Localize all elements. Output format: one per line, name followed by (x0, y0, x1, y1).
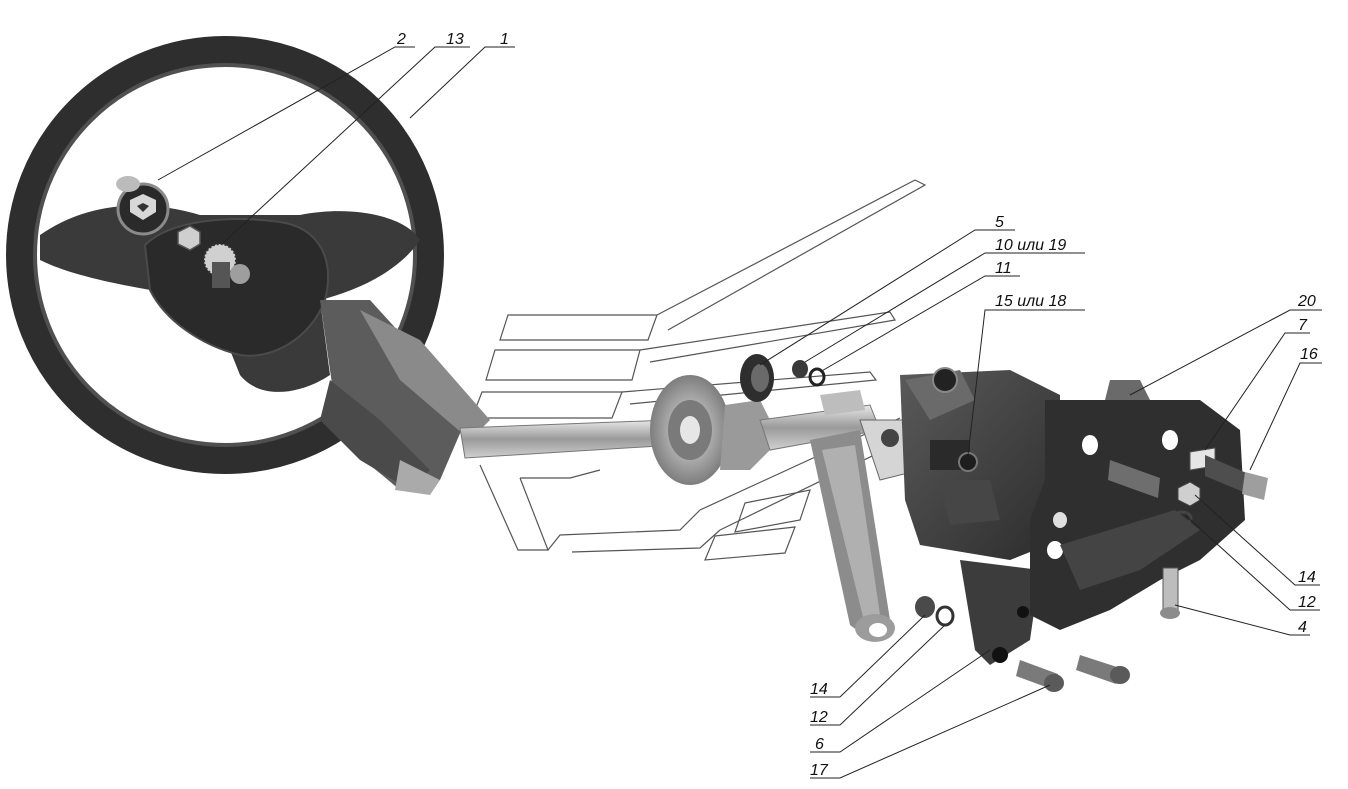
label-5: 5 (995, 214, 1004, 231)
intermediate-shaft (459, 419, 676, 459)
hub-nut (177, 225, 201, 251)
boot-joint (650, 375, 780, 485)
bolts-upper (1108, 447, 1268, 500)
steering-column (320, 300, 490, 495)
label-12-right: 12 (1298, 594, 1316, 611)
gaz-deer-emblem-icon (116, 176, 170, 236)
leader-lines (157, 46, 1322, 779)
label-13: 13 (446, 31, 464, 48)
label-15-or-18: 15 или 18 (995, 293, 1066, 310)
steering-gear-box (900, 367, 1060, 665)
label-14-left: 14 (810, 681, 828, 698)
label-20: 20 (1297, 293, 1316, 310)
label-14-right: 14 (1298, 569, 1316, 586)
mounting-bracket (1030, 380, 1245, 630)
pitman-arm (810, 430, 895, 642)
cardan-shaft (759, 390, 921, 481)
label-1: 1 (500, 31, 509, 48)
seal-ring (740, 354, 774, 402)
label-4: 4 (1298, 619, 1307, 636)
steering-wheel (6, 36, 444, 474)
nut-washer-lower (915, 596, 955, 627)
label-6: 6 (815, 736, 824, 753)
label-17: 17 (810, 762, 829, 779)
label-7: 7 (1298, 317, 1308, 334)
label-12-left: 12 (810, 709, 828, 726)
nut-washer-upper (792, 360, 826, 387)
part-labels: 2 13 1 5 10 или 19 11 15 или 18 20 7 16 … (396, 31, 1318, 779)
bolt-4 (1160, 567, 1180, 619)
bolts-lower (1016, 655, 1130, 692)
label-2: 2 (396, 31, 406, 48)
label-11: 11 (995, 260, 1012, 277)
shaft-spline (203, 243, 250, 288)
label-16: 16 (1300, 346, 1318, 363)
label-10-or-19: 10 или 19 (995, 237, 1066, 254)
